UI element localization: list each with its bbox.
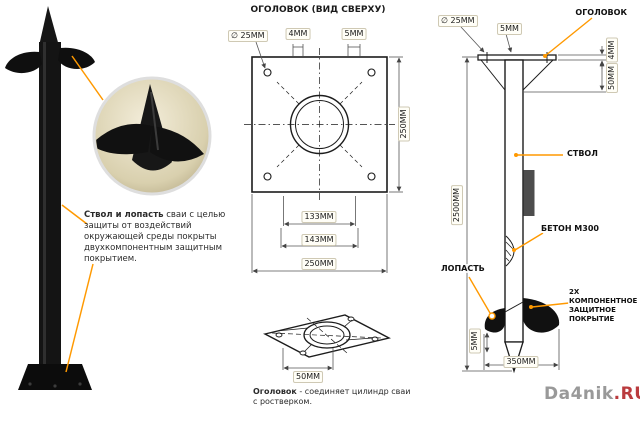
side-view-label-cap: ОГОЛОВОК [574, 8, 628, 17]
side-view-dim-2500mm: 2500ММ [451, 184, 463, 226]
top-view-dim-4mm: 4ММ [285, 28, 311, 40]
top-view-dim-250mm-bottom: 250ММ [301, 258, 337, 270]
side-view-dim-4mm: 4ММ [606, 37, 618, 63]
side-view-dim-hole-diameter: ∅ 25ММ [438, 15, 478, 27]
photo-note-text: сваи с целью защиты от воздействий окруж… [84, 210, 226, 264]
photo-note: Ствол и лопасть сваи с целью защиты от в… [84, 210, 234, 265]
cap-note-lead: Оголовок [253, 387, 297, 396]
watermark: Da4nik.RU [544, 384, 640, 404]
cap-3d-dimensions [282, 348, 334, 371]
side-view-label-blade: ЛОПАСТЬ [440, 264, 486, 273]
top-view-drawing [244, 48, 395, 200]
side-view-dim-5mm-top: 5ММ [497, 23, 522, 35]
side-view-label-shaft: СТВОЛ [566, 149, 599, 158]
cap-view-dim-50mm: 50ММ [293, 371, 323, 383]
top-view-dim-hole-diameter: ∅ 25ММ [228, 30, 268, 42]
cap-note: Оголовок - соединяет цилиндр сваи с рост… [253, 387, 413, 407]
pile-photo [5, 6, 95, 390]
side-view-dim-350mm: 350ММ [503, 356, 539, 368]
photo-callout-lines [61, 55, 104, 373]
watermark-tld: .RU [613, 384, 640, 404]
side-view-label-concrete: БЕТОН М300 [540, 224, 600, 233]
top-view-dim-250mm-side: 250ММ [398, 106, 410, 142]
top-view-dim-143mm: 143ММ [301, 234, 337, 246]
blade-inset [92, 76, 212, 196]
side-view-callout-lines [468, 17, 593, 320]
side-view-label-coating: 2Х КОМПОНЕНТНОЕ ЗАЩИТНОЕ ПОКРЫТИЕ [568, 288, 640, 324]
top-view-title: ОГОЛОВОК (ВИД СВЕРХУ) [250, 5, 386, 15]
side-view-dim-5mm-blade: 5ММ [469, 328, 481, 354]
photo-note-lead: Ствол и лопасть [84, 210, 164, 220]
cap-3d-drawing [263, 314, 391, 358]
top-view-dim-133mm: 133ММ [301, 211, 337, 223]
top-view-dim-5mm: 5ММ [341, 28, 367, 40]
side-view-dim-50mm: 50ММ [606, 63, 618, 93]
watermark-name: Da4nik [544, 384, 614, 404]
cap-note-text: - соединяет цилиндр сваи с ростверком. [253, 387, 411, 406]
